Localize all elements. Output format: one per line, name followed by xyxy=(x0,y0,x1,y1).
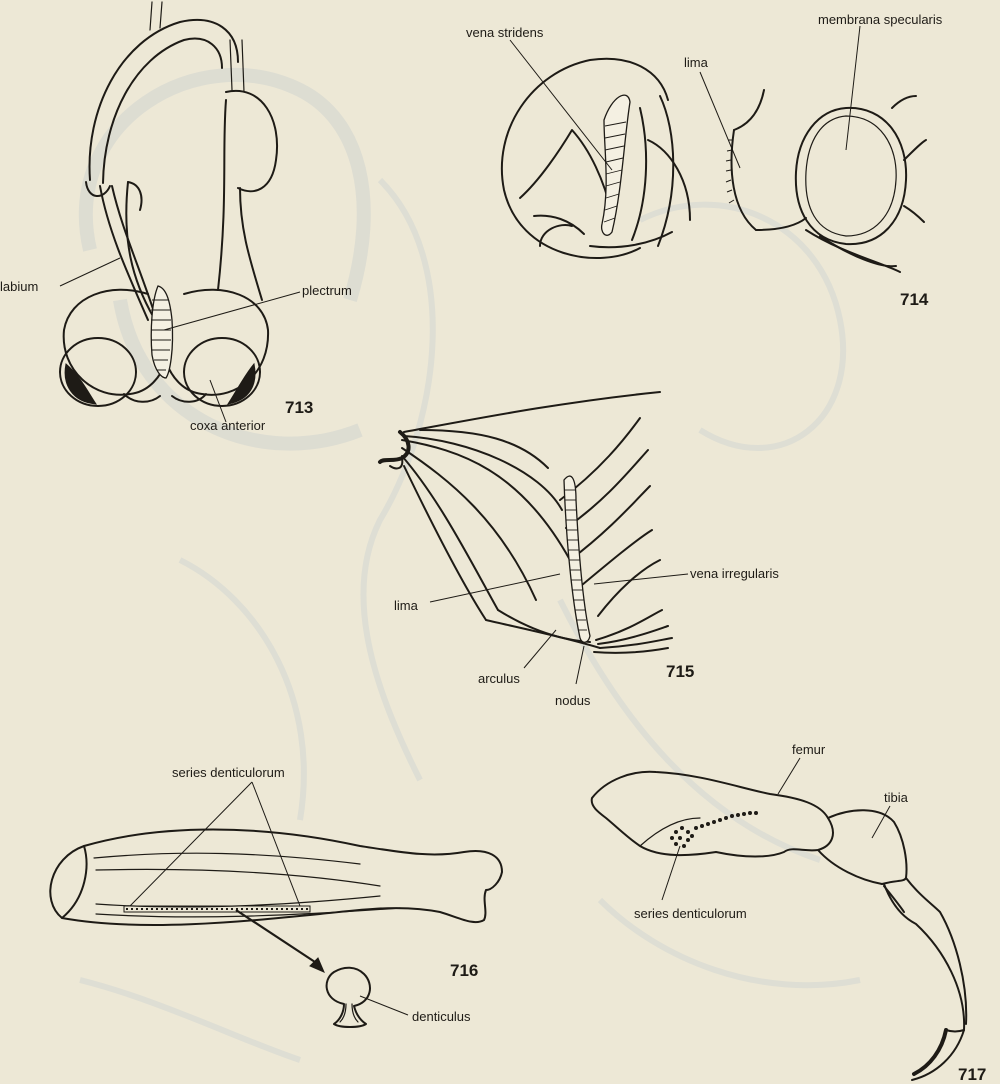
label-series-denticulorum-716: series denticulorum xyxy=(172,765,285,780)
label-membrana-specularis: membrana specularis xyxy=(818,12,943,27)
figure-714-wing-stridulatory-area: vena stridens lima membrana specularis 7… xyxy=(466,12,943,309)
label-tibia: tibia xyxy=(884,790,909,805)
figure-number-716: 716 xyxy=(450,961,478,980)
label-coxa-anterior: coxa anterior xyxy=(190,418,266,433)
femur-717-outline xyxy=(592,772,833,857)
figure-number-713: 713 xyxy=(285,398,313,417)
label-lima-714: lima xyxy=(684,55,709,70)
label-series-denticulorum-717: series denticulorum xyxy=(634,906,747,921)
figure-number-715: 715 xyxy=(666,662,694,681)
membrana-specularis-outline xyxy=(796,108,906,244)
label-vena-stridens: vena stridens xyxy=(466,25,544,40)
vena-stridens-structure xyxy=(602,95,630,235)
label-plectrum: plectrum xyxy=(302,283,352,298)
figure-number-714: 714 xyxy=(900,290,929,309)
label-labium: labium xyxy=(0,279,38,294)
right-coxa-black-cap xyxy=(228,364,255,404)
figure-717-leg: femur tibia series denticulorum 717 xyxy=(592,742,987,1084)
label-denticulus: denticulus xyxy=(412,1009,471,1024)
label-lima-715: lima xyxy=(394,598,419,613)
label-vena-irregularis: vena irregularis xyxy=(690,566,779,581)
label-arculus: arculus xyxy=(478,671,520,686)
series-denticulorum-cluster-717 xyxy=(670,811,758,848)
figure-713-mouthparts: labium plectrum coxa anterior 713 xyxy=(0,2,352,433)
label-femur: femur xyxy=(792,742,826,757)
label-nodus: nodus xyxy=(555,693,591,708)
left-coxa-black-cap xyxy=(65,364,96,404)
figure-716-hind-femur: series denticulorum denticulus 716 xyxy=(50,765,502,1027)
figure-number-717: 717 xyxy=(958,1065,986,1084)
